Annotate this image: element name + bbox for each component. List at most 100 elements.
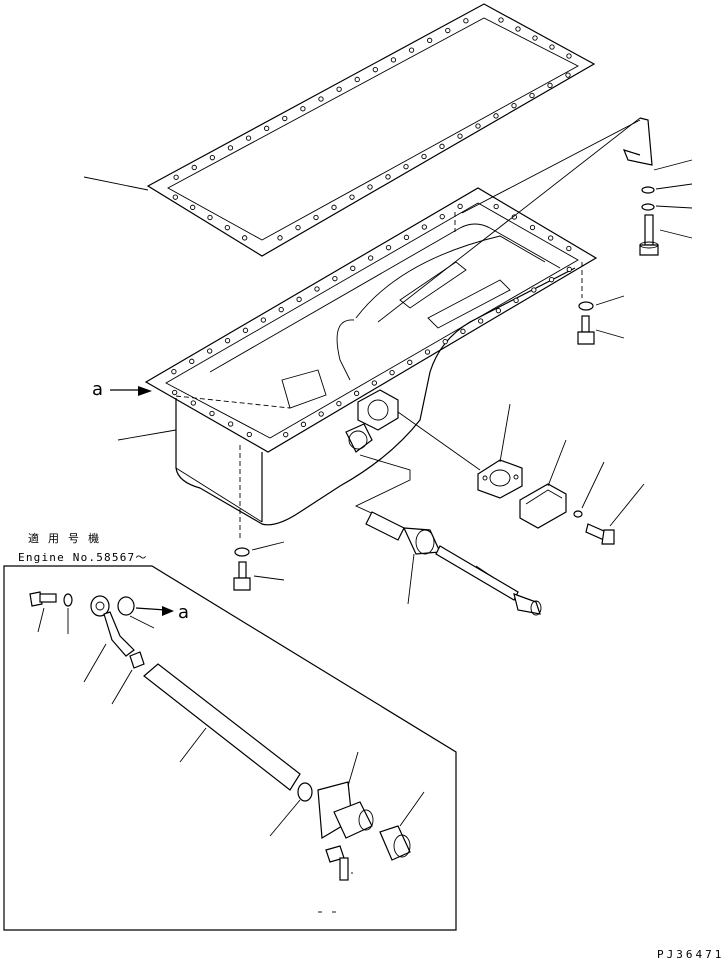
bolt-hole (424, 349, 431, 355)
bolt-hole (191, 164, 197, 171)
bolt-hole (403, 164, 409, 170)
bolt-hole (172, 194, 178, 200)
bolt-hole (495, 308, 502, 314)
bolt-hole (513, 297, 519, 303)
cover-bolt (573, 461, 645, 545)
bolt-hole (283, 432, 289, 438)
bolt-hole (300, 106, 306, 112)
bolt-hole (224, 338, 231, 344)
leader-bracket-line (377, 117, 641, 323)
bolt-hole (368, 255, 374, 261)
bolt-hole (529, 92, 535, 99)
bolt-hole (529, 224, 536, 231)
bolt-hole (372, 67, 378, 73)
ref-a-main-label: a (92, 379, 103, 400)
cover-gasket (397, 403, 523, 499)
bolt-hole (224, 225, 230, 231)
bolt-hole (445, 27, 451, 34)
bolt-hole (565, 72, 571, 78)
bolt-hole (314, 286, 320, 292)
bolt-hole (190, 204, 196, 210)
bolt-hole (493, 203, 499, 210)
bolt-hole (296, 296, 302, 302)
bolt-hole (264, 125, 270, 131)
ref-a-inset-label: a (178, 602, 189, 623)
bolt-hole (457, 203, 463, 209)
bolt-hole (228, 421, 234, 427)
flange-bolt-bottom (233, 541, 285, 591)
bolt-hole (207, 348, 213, 354)
inset-note-applicable: 適 用 号 機 (28, 531, 100, 545)
bolt-hole (172, 389, 178, 396)
bolt-hole (408, 47, 415, 53)
oil-pan-gasket (146, 3, 596, 257)
leader-gasket (83, 176, 149, 191)
bolt-hole (227, 145, 234, 151)
bolt-hole (475, 123, 481, 129)
leader-oil-pan (117, 429, 177, 441)
bolt-hole (478, 318, 484, 324)
bolt-hole (354, 76, 360, 83)
bolt-hole (207, 214, 213, 221)
bolt-hole (493, 113, 499, 119)
bolt-hole (427, 37, 433, 43)
bolt-hole (209, 155, 215, 161)
bolt-hole (385, 174, 391, 180)
bolt-hole (295, 225, 301, 231)
bolt-hole (403, 234, 410, 240)
bolt-hole (300, 421, 307, 427)
bolt-hole (498, 17, 504, 23)
bolt-hole (548, 277, 555, 283)
bolt-hole (511, 103, 517, 109)
bolt-hole (353, 390, 360, 396)
bolt-hole (242, 327, 249, 333)
bolt-hole (407, 359, 413, 365)
leader-dipstick (407, 553, 415, 605)
bolt-hole (439, 214, 445, 220)
bolt-hole (439, 143, 445, 149)
bolt-hole (442, 339, 448, 345)
bolt-hole (390, 57, 397, 63)
bolt-hole (421, 153, 427, 160)
inset-panel: 適 用 号 機 Engine No.58567～ a (3, 531, 457, 931)
bolt-hole (245, 135, 252, 141)
bolt-hole (332, 276, 338, 282)
inset-note-engine-no: Engine No.58567～ (18, 551, 148, 564)
side-cover (519, 439, 567, 529)
bolt-hole (242, 235, 248, 241)
bolt-hole (260, 317, 266, 323)
bolt-hole (318, 96, 324, 102)
bolt-hole (515, 26, 521, 32)
bolt-hole (385, 245, 392, 251)
bolt-hole (367, 184, 373, 190)
bolt-hole (282, 115, 288, 122)
bracket-assembly (377, 117, 693, 323)
bolt-hole (463, 18, 469, 24)
bolt-hole (566, 266, 572, 272)
bolt-hole (349, 194, 355, 200)
arrow-right-icon (138, 386, 152, 396)
bolt-hole (190, 400, 196, 406)
bolt-hole (549, 44, 555, 50)
bolt-hole (532, 35, 538, 41)
bolt-hole (350, 265, 356, 271)
dipstick-assembly (354, 454, 542, 616)
arrow-right-icon (162, 606, 174, 616)
oil-pan (144, 187, 598, 540)
bolt-hole (336, 86, 342, 92)
bolt-hole (246, 431, 252, 438)
bolt-hole (389, 370, 395, 376)
bolt-hole (548, 235, 554, 241)
bolt-hole (460, 328, 466, 334)
bolt-hole (566, 53, 572, 59)
bolt-hole (371, 380, 377, 386)
drawing-code: PJ36471 (657, 948, 724, 961)
bolt-hole (209, 410, 215, 417)
bolt-hole (171, 369, 177, 375)
bolt-hole (277, 235, 283, 241)
bolt-hole (189, 358, 195, 364)
bolt-hole (173, 174, 179, 180)
bolt-hole (318, 411, 324, 417)
